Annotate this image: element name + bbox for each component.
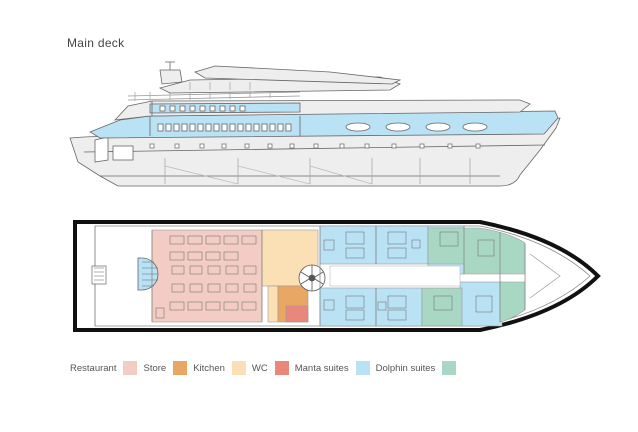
legend-label-dolphin-suites: Dolphin suites (375, 362, 436, 374)
page-title: Main deck (67, 36, 125, 50)
zone-kitchen-b (267, 285, 279, 323)
zone-wc (285, 305, 309, 323)
legend-item-store: Store (143, 361, 188, 375)
zone-restaurant (151, 229, 263, 323)
zone-manta-fwd-2 (459, 281, 503, 327)
legend-swatch-wc (274, 361, 289, 375)
legend-swatch-kitchen (231, 361, 246, 375)
legend-swatch-dolphin-suites (442, 361, 457, 375)
zone-manta-bot-2 (375, 287, 423, 327)
legend-item-restaurant: Restaurant (70, 361, 138, 375)
roof (194, 65, 402, 85)
legend-item-manta-suites: Manta suites (295, 361, 370, 375)
hull-portholes (149, 143, 481, 149)
legend-label-store: Store (143, 362, 167, 374)
spiral-stair (298, 264, 326, 292)
legend-label-wc: WC (251, 362, 268, 374)
legend-swatch-manta-suites (355, 361, 370, 375)
legend-label-manta-suites: Manta suites (294, 362, 349, 374)
legend-item-wc: WC (252, 361, 289, 375)
aft-ladder (91, 265, 107, 285)
upper-windows (157, 105, 488, 132)
legend-label-restaurant: Restaurant (70, 362, 117, 374)
zone-dolphin-bow (499, 281, 526, 323)
legend-swatch-store (173, 361, 188, 375)
legend: Restaurant Store Kitchen WC Manta suites… (70, 361, 462, 375)
zone-manta-bot-1 (319, 287, 377, 327)
legend-label-kitchen: Kitchen (193, 362, 225, 374)
zone-manta-top-2 (375, 225, 429, 265)
ship-side-view (69, 61, 561, 187)
legend-swatch-restaurant (123, 361, 138, 375)
zone-dolphin-bot (421, 287, 463, 327)
restaurant-furniture (155, 235, 257, 319)
ship-top-view (73, 220, 601, 332)
legend-item-kitchen: Kitchen (193, 361, 246, 375)
corridor (329, 265, 461, 287)
cabin-furniture (323, 231, 495, 321)
legend-item-dolphin-suites: Dolphin suites (376, 361, 457, 375)
